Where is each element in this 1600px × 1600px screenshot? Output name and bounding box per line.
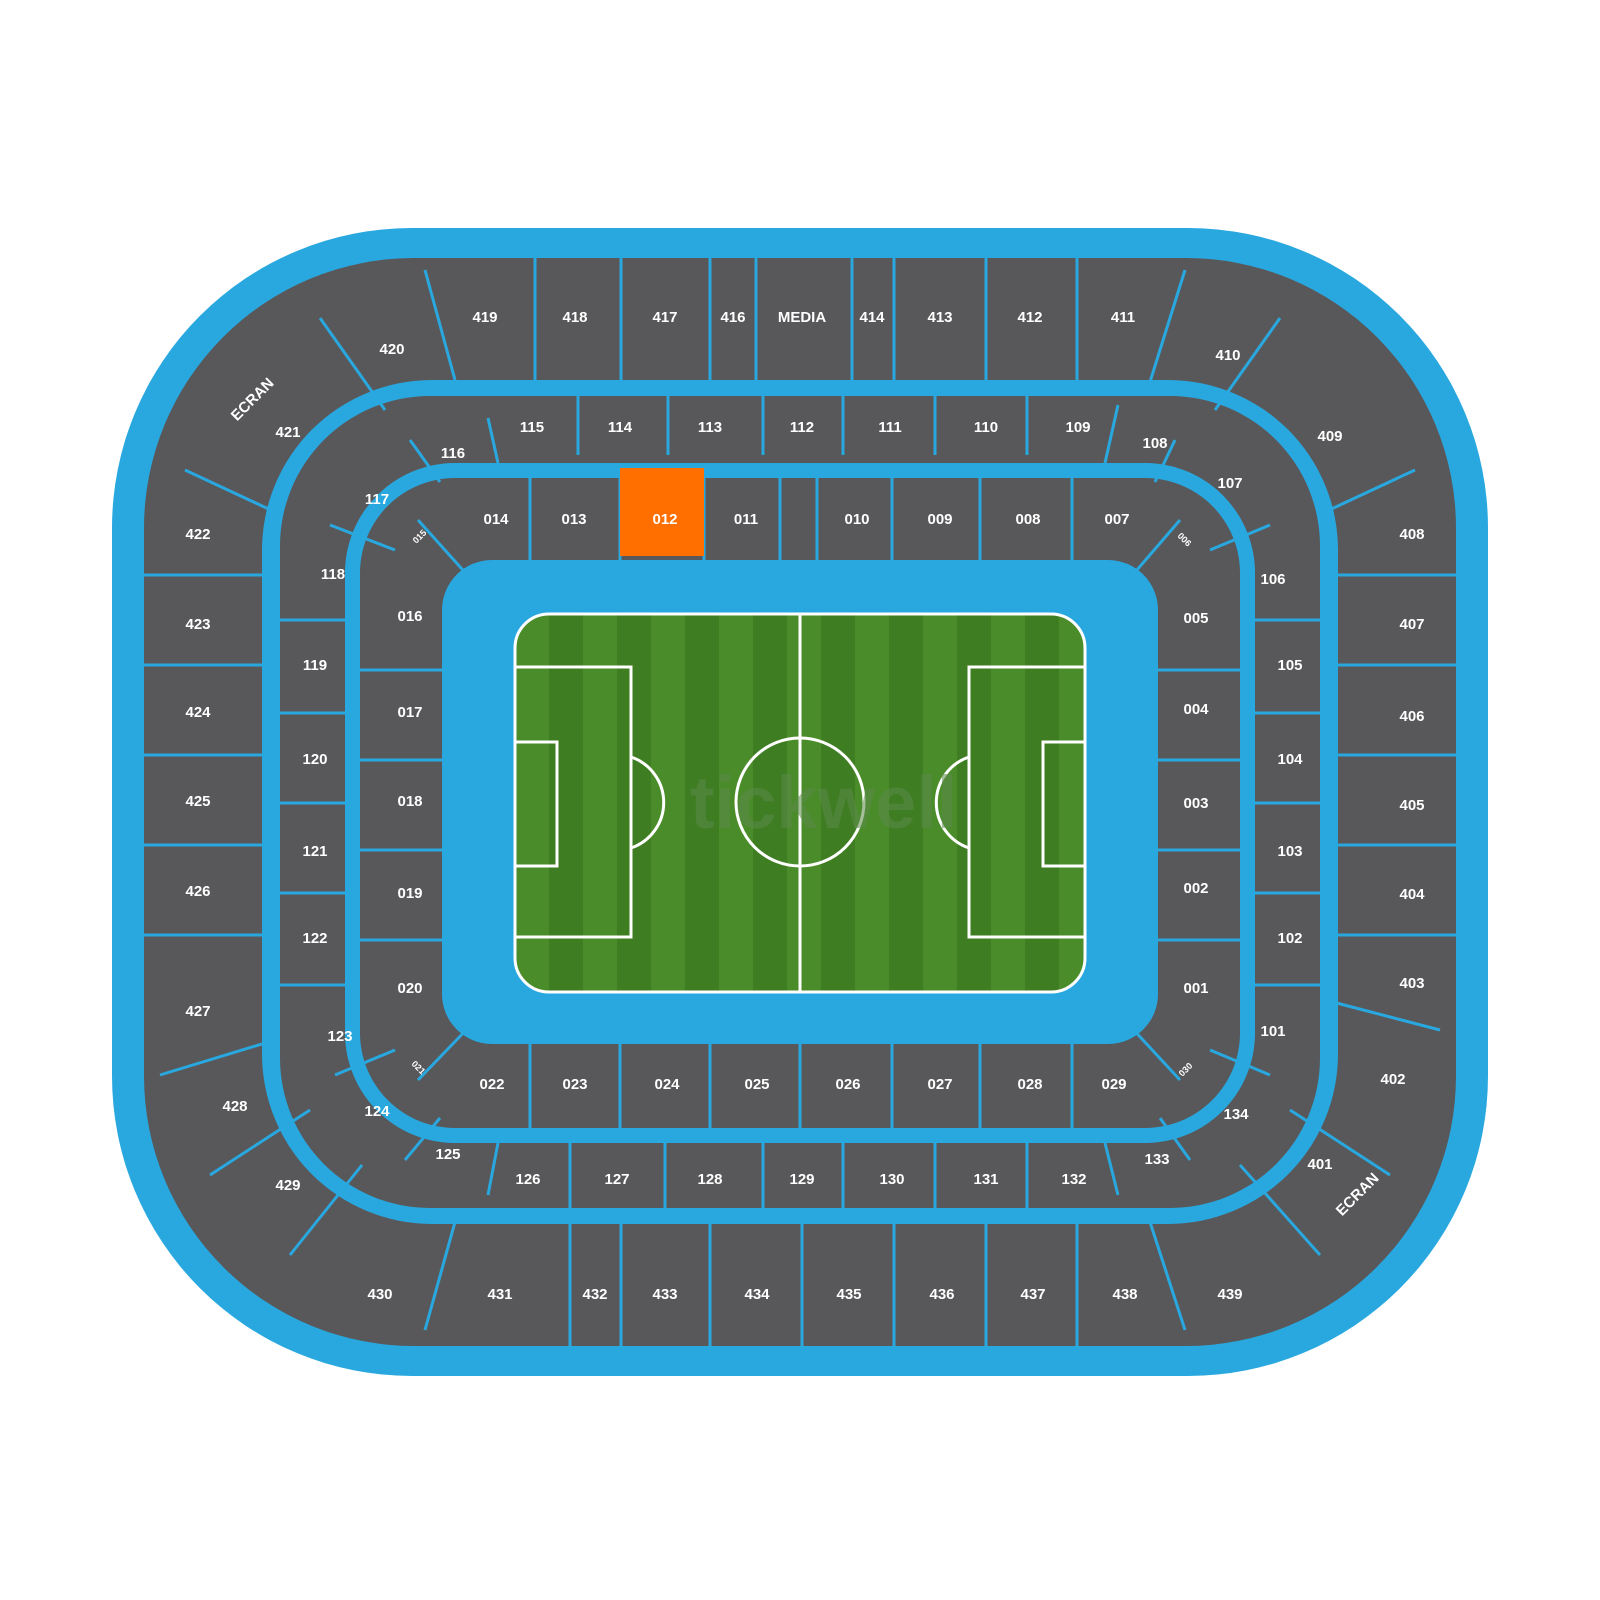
divider — [486, 1142, 500, 1196]
divider — [329, 523, 396, 552]
divider — [1128, 519, 1182, 579]
section-dividers — [144, 258, 1456, 1346]
divider — [1153, 439, 1177, 483]
divider — [288, 1164, 364, 1256]
divider — [1213, 317, 1282, 411]
pitch: tickwell — [513, 612, 1087, 994]
divider — [1128, 1024, 1182, 1082]
divider — [1103, 1142, 1120, 1196]
divider — [1238, 1164, 1322, 1256]
divider — [1103, 404, 1120, 464]
section-012-highlight[interactable] — [620, 468, 704, 556]
divider — [486, 417, 500, 464]
divider — [423, 269, 457, 381]
divider — [159, 1038, 276, 1077]
divider — [318, 317, 387, 411]
divider — [423, 1221, 457, 1331]
divider — [416, 1024, 472, 1082]
divider — [184, 468, 276, 514]
divider — [334, 1048, 396, 1077]
divider — [209, 1108, 311, 1177]
divider — [1289, 1108, 1391, 1177]
divider — [1209, 1048, 1271, 1077]
divider — [416, 518, 472, 580]
divider — [1148, 269, 1187, 383]
divider — [1158, 1117, 1192, 1161]
divider — [1324, 998, 1441, 1032]
divider — [403, 1117, 442, 1161]
divider — [1324, 468, 1416, 514]
divider — [1209, 523, 1271, 552]
divider — [408, 439, 442, 483]
divider — [1148, 1221, 1187, 1331]
watermark: tickwell — [690, 761, 957, 844]
